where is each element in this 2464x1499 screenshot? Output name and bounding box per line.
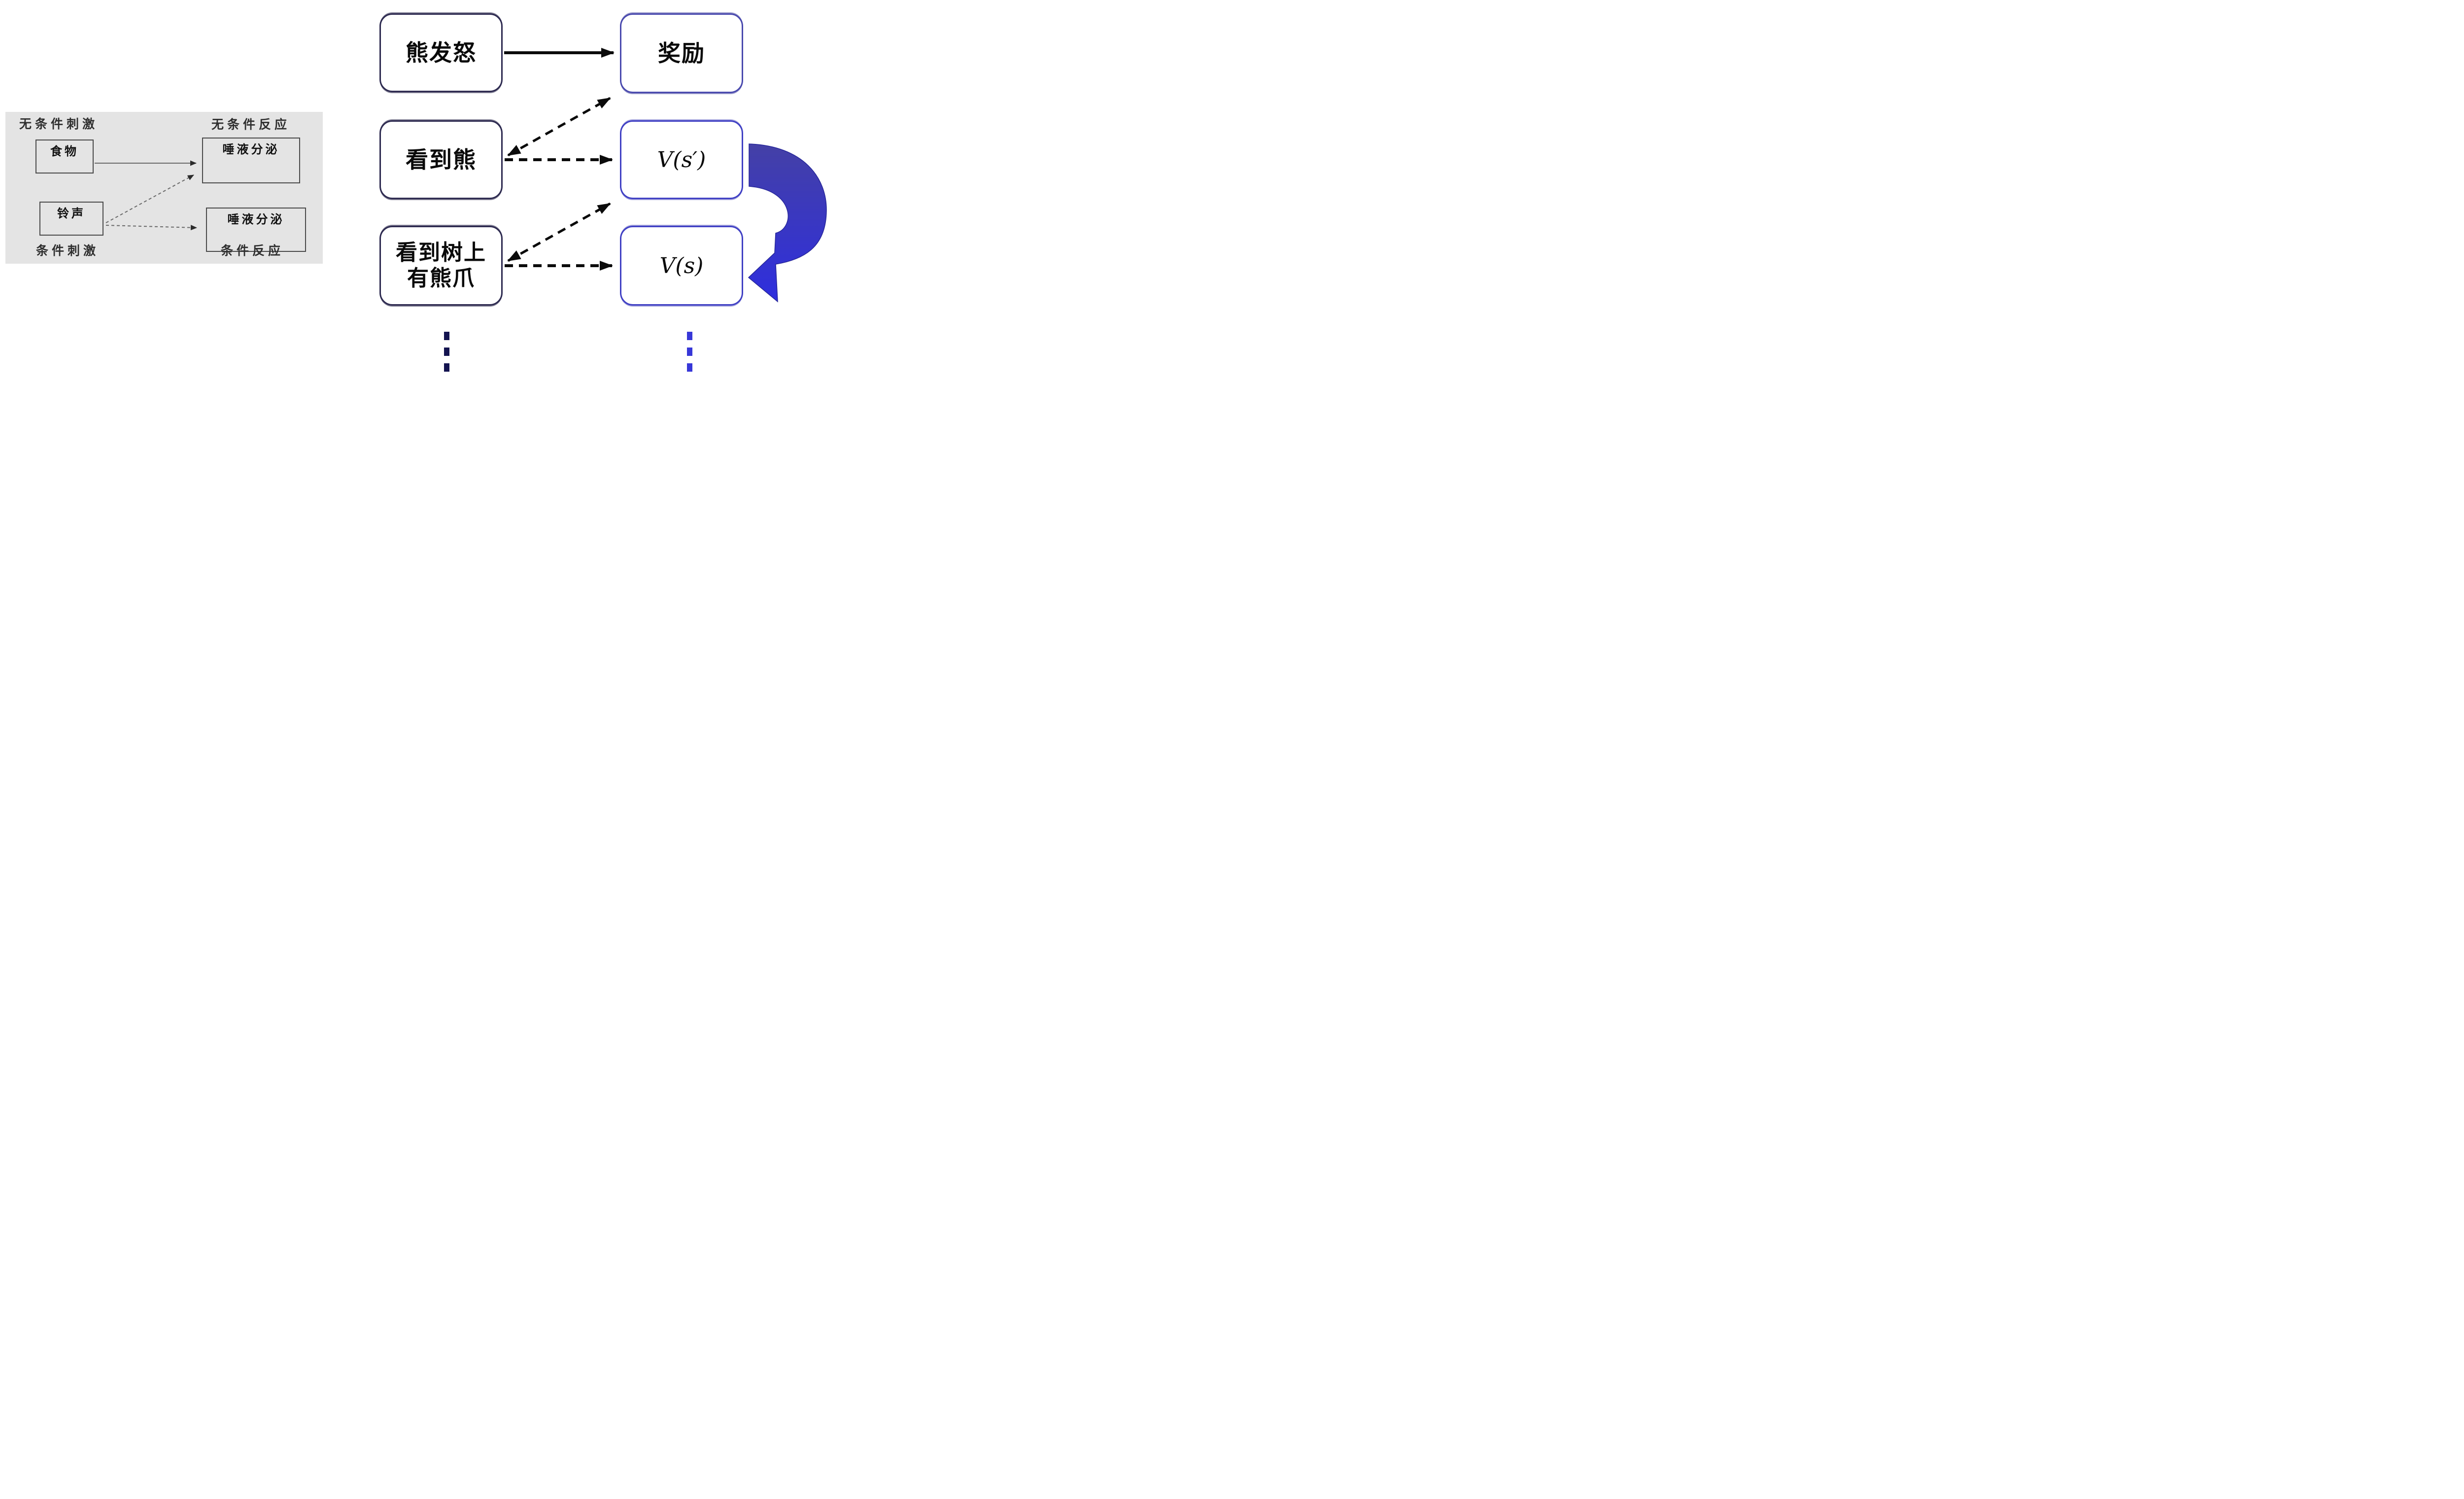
- bear-angry-node-label: 熊发怒: [406, 39, 477, 66]
- claw-vnext-dashed-arrow: [507, 202, 611, 262]
- value-state-label: V(s): [659, 253, 704, 279]
- conditioned-response-label: 条件反应: [221, 244, 284, 258]
- diagram-canvas: 无条件刺激 无条件反应 食物 唾液分泌 铃声 唾液分泌 条件刺激 条件反应 熊发…: [0, 0, 827, 375]
- dot: [687, 348, 692, 356]
- see-claw-node: 看到树上 有熊爪: [379, 226, 503, 306]
- classical-conditioning-panel: 无条件刺激 无条件反应 食物 唾液分泌 铃声 唾液分泌 条件刺激 条件反应: [5, 112, 323, 264]
- see-claw-line1: 看到树上: [396, 240, 486, 266]
- value-next-state-node: V(s′): [620, 120, 743, 199]
- see-claw-line2: 有熊爪: [407, 266, 475, 291]
- value-state-node: V(s): [620, 226, 743, 306]
- reward-node-label: 奖励: [658, 39, 705, 67]
- see-bear-node: 看到熊: [379, 120, 503, 199]
- bear-angry-node: 熊发怒: [379, 13, 503, 92]
- dot: [444, 332, 449, 340]
- dot: [444, 348, 449, 356]
- food-node: 食物: [35, 139, 94, 174]
- conditioned-stimulus-label: 条件刺激: [36, 244, 100, 258]
- reward-node: 奖励: [620, 13, 743, 93]
- bell-node: 铃声: [39, 202, 103, 236]
- unconditioned-stimulus-label: 无条件刺激: [19, 117, 99, 131]
- salivation-top-node: 唾液分泌: [202, 138, 300, 183]
- dot: [444, 363, 449, 372]
- dot: [687, 332, 692, 340]
- unconditioned-response-label: 无条件反应: [211, 118, 291, 132]
- ellipsis-dots-left: [444, 332, 449, 372]
- ellipsis-dots-right: [687, 332, 692, 372]
- see-bear-node-label: 看到熊: [406, 146, 477, 173]
- see-claw-node-label: 看到树上 有熊爪: [396, 240, 486, 291]
- salivation-bottom-node: 唾液分泌: [206, 208, 306, 252]
- feedback-curved-arrow-icon: [748, 143, 827, 303]
- seebear-reward-dashed-arrow: [507, 97, 611, 157]
- value-next-state-label: V(s′): [657, 147, 706, 173]
- dot: [687, 363, 692, 372]
